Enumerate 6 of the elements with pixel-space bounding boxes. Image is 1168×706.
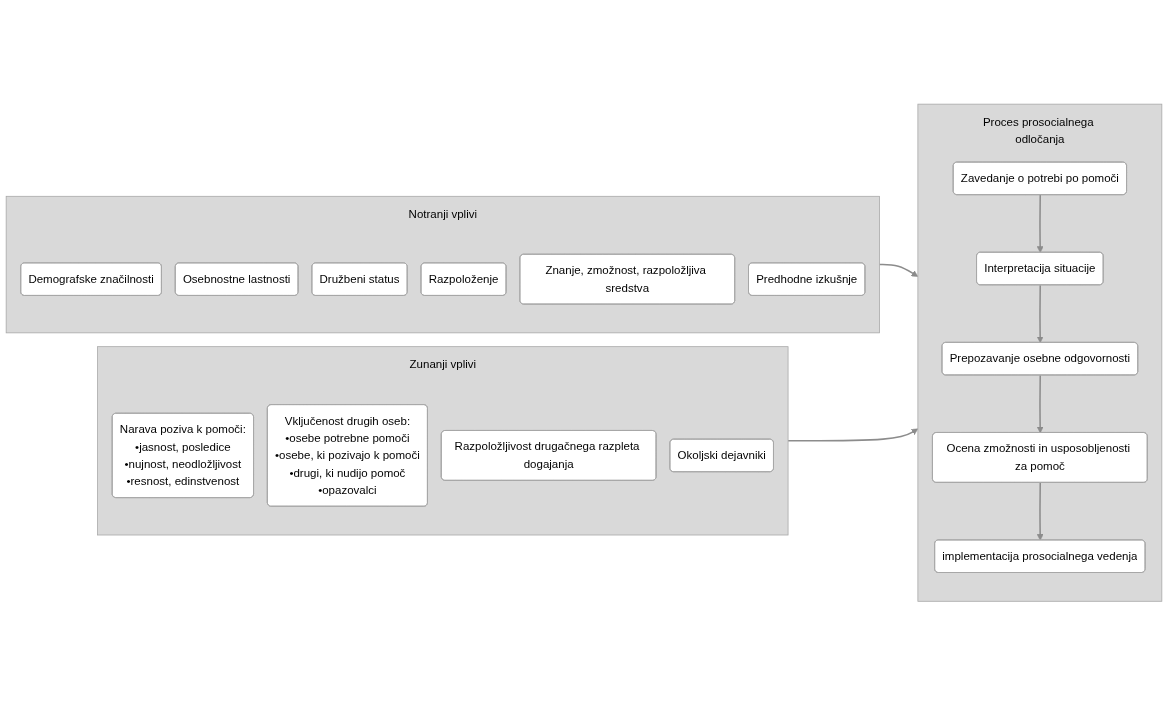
arrow	[1036, 194, 1044, 254]
arrow	[787, 428, 919, 442]
arrow	[1036, 284, 1044, 344]
arrow	[1036, 374, 1044, 434]
arrow	[1036, 482, 1044, 541]
arrow	[878, 264, 919, 278]
